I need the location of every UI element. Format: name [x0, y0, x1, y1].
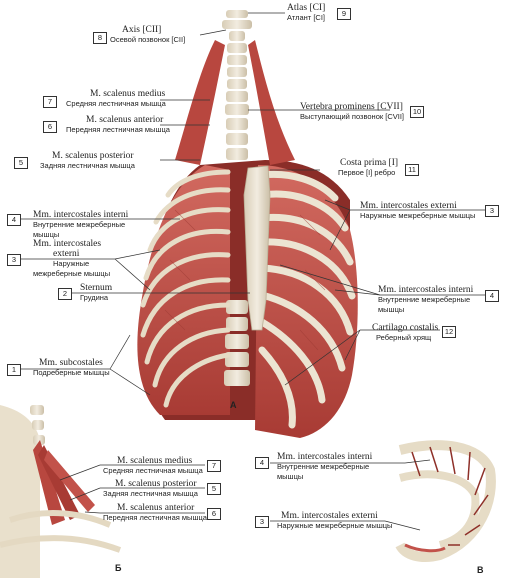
figure-letter-v: В	[477, 565, 484, 575]
int-left-ru1: Внутренние межреберные	[33, 220, 126, 229]
label-subcostales: Mm. subcostales Подреберные мышцы	[33, 358, 110, 378]
ext-left-ru1: Наружные	[53, 259, 90, 268]
neck-figure-b	[0, 405, 122, 578]
thorax-figure-a	[137, 10, 358, 438]
label-v-intercostales-interni: Mm. intercostales interni Внутренние меж…	[277, 452, 372, 482]
costa-latin: Costa prima [I]	[340, 158, 399, 168]
label-v-intercostales-externi: Mm. intercostales externi Наружные межре…	[277, 511, 392, 531]
muscle-striations	[164, 209, 326, 351]
label-scalenus-medius: M. scalenus medius Средняя лестничная мы…	[66, 89, 166, 109]
costa-ru: Первое [I] ребро	[338, 168, 396, 177]
scal-ant-latin: M. scalenus anterior	[86, 115, 164, 125]
label-intercostales-externi-right: Mm. intercostales externi Наружные межре…	[360, 201, 475, 221]
atlas-latin: Atlas [CI]	[287, 3, 326, 13]
badge-5: 5	[14, 157, 28, 169]
label-b-scalenus-posterior: M. scalenus posterior Задняя лестничная …	[103, 479, 198, 499]
vert-prom-ru: Выступающий позвонок [CVII]	[300, 112, 404, 121]
b-med-latin: M. scalenus medius	[117, 456, 193, 466]
label-intercostales-interni-right: Mm. intercostales interni Внутренние меж…	[378, 285, 473, 315]
label-vertebra-prominens: Vertebra prominens [CVII] Выступающий по…	[300, 102, 404, 122]
int-left-latin: Mm. intercostales interni	[33, 210, 129, 220]
badge-10: 10	[410, 106, 424, 118]
figure-letter-b: Б	[115, 563, 122, 573]
badge-4-left: 4	[7, 214, 21, 226]
badge-b-7: 7	[207, 460, 221, 472]
label-scalenus-anterior: M. scalenus anterior Передняя лестничная…	[66, 115, 170, 135]
badge-8: 8	[93, 32, 107, 44]
axis-ru: Осевой позвонок [CII]	[110, 35, 186, 44]
b-ant-ru: Передняя лестничная мышца	[103, 513, 207, 522]
label-b-scalenus-anterior: M. scalenus anterior Передняя лестничная…	[103, 503, 207, 523]
scal-med-latin: M. scalenus medius	[90, 89, 166, 99]
ext-left-latin1: Mm. intercostales	[33, 239, 102, 249]
b-post-ru: Задняя лестничная мышца	[103, 489, 198, 498]
badge-9: 9	[337, 8, 351, 20]
v-ext-latin: Mm. intercostales externi	[281, 511, 378, 521]
label-cartilago-costalis: Cartilago costalis Реберный хрящ	[372, 323, 438, 343]
sternum-latin: Sternum	[80, 283, 113, 293]
badge-b-5: 5	[207, 483, 221, 495]
badge-6: 6	[43, 121, 57, 133]
axis-latin: Axis [CII]	[122, 25, 162, 35]
leader-lines	[20, 12, 485, 531]
atlas-ru: Атлант [CI]	[287, 13, 325, 22]
badge-1: 1	[7, 364, 21, 376]
figure-letter-a: А	[230, 400, 237, 410]
b-med-ru: Средняя лестничная мышца	[103, 466, 203, 475]
scal-med-ru: Средняя лестничная мышца	[66, 99, 166, 108]
sternum-ru: Грудина	[80, 293, 109, 302]
sternum-bone	[243, 165, 271, 331]
ext-left-latin2: externi	[53, 249, 80, 259]
badge-v-4: 4	[255, 457, 269, 469]
int-right-ru2: мышцы	[378, 305, 405, 314]
label-intercostales-interni-left: Mm. intercostales interni Внутренние меж…	[33, 210, 128, 240]
badge-3-right: 3	[485, 205, 499, 217]
badge-3-left: 3	[7, 254, 21, 266]
v-int-ru1: Внутренние межреберные	[277, 462, 370, 471]
label-axis: Axis [CII] Осевой позвонок [CII]	[110, 25, 185, 45]
ext-right-ru: Наружные межреберные мышцы	[360, 211, 476, 220]
cart-ru: Реберный хрящ	[376, 333, 432, 342]
v-int-ru2: мышцы	[277, 472, 304, 481]
badge-4-right: 4	[485, 290, 499, 302]
subcost-ru: Подреберные мышцы	[33, 368, 110, 377]
vert-prom-latin: Vertebra prominens [CVII]	[300, 102, 403, 112]
int-right-latin: Mm. intercostales interni	[378, 285, 474, 295]
ext-right-latin: Mm. intercostales externi	[360, 201, 457, 211]
subcost-latin: Mm. subcostales	[39, 358, 103, 368]
cart-latin: Cartilago costalis	[372, 323, 439, 333]
label-intercostales-externi-left: Mm. intercostales externi Наружные межре…	[33, 239, 110, 279]
scal-post-latin: M. scalenus posterior	[52, 151, 134, 161]
badge-11: 11	[405, 164, 419, 176]
label-scalenus-posterior: M. scalenus posterior Задняя лестничная …	[40, 151, 135, 171]
rib-ring-figure-v	[395, 440, 496, 562]
b-post-latin: M. scalenus posterior	[115, 479, 197, 489]
label-sternum: Sternum Грудина	[80, 283, 112, 303]
badge-b-6: 6	[207, 508, 221, 520]
cervical-spine	[222, 10, 252, 115]
v-ext-ru: Наружные межреберные мышцы	[277, 521, 393, 530]
label-costa-prima: Costa prima [I] Первое [I] ребро	[338, 158, 398, 178]
badge-12: 12	[442, 326, 456, 338]
b-ant-latin: M. scalenus anterior	[117, 503, 195, 513]
ext-left-ru2: межреберные мышцы	[33, 269, 111, 278]
badge-v-3: 3	[255, 516, 269, 528]
label-atlas: Atlas [CI] Атлант [CI]	[287, 3, 325, 23]
ribs-right	[258, 170, 356, 429]
thoracic-spine	[224, 118, 250, 386]
label-b-scalenus-medius: M. scalenus medius Средняя лестничная мы…	[103, 456, 203, 476]
scal-post-ru: Задняя лестничная мышца	[40, 161, 135, 170]
ribs-left	[140, 169, 231, 408]
badge-2: 2	[58, 288, 72, 300]
v-int-latin: Mm. intercostales interni	[277, 452, 373, 462]
int-left-ru2: мышцы	[33, 230, 60, 239]
badge-7: 7	[43, 96, 57, 108]
scal-ant-ru: Передняя лестничная мышца	[66, 125, 170, 134]
int-right-ru1: Внутренние межреберные	[378, 295, 471, 304]
scalene-left	[175, 40, 225, 165]
scalene-right	[248, 40, 295, 165]
